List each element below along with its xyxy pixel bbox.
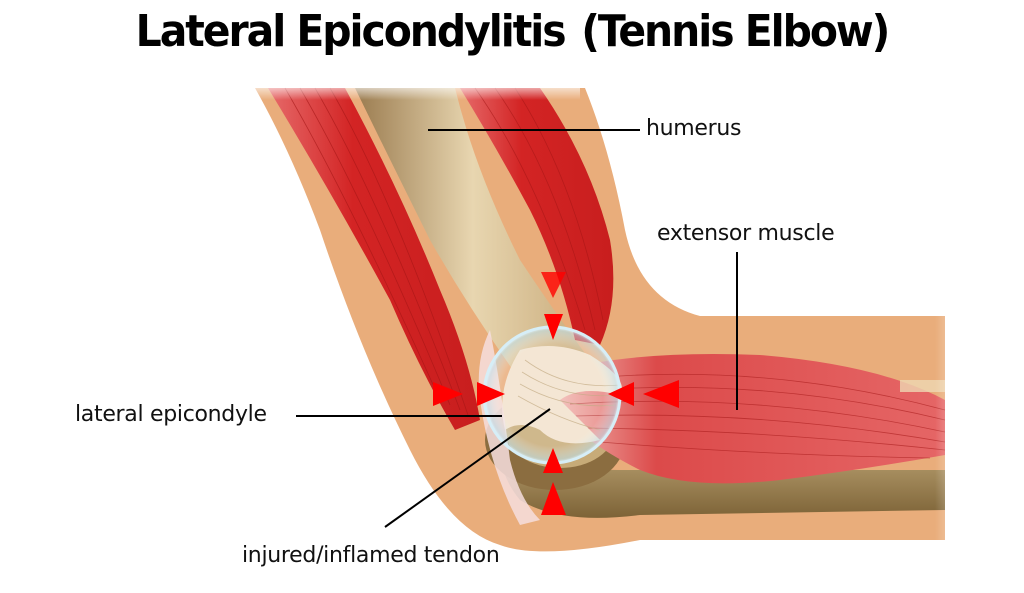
right-arrow-left-outer	[433, 382, 463, 406]
tendon-leader-line	[384, 408, 551, 528]
diagram-title: Lateral Epicondylitis (Tennis Elbow)	[36, 6, 988, 57]
title-sub: (Tennis Elbow)	[581, 6, 890, 57]
label-lateral-epicondyle: lateral epicondyle	[75, 402, 267, 427]
up-arrow-bottom-outer	[541, 482, 566, 515]
down-arrow-top	[544, 314, 563, 340]
right-arrow-left	[477, 382, 505, 406]
left-arrow-right	[608, 382, 634, 406]
label-injured-tendon: injured/inflamed tendon	[242, 543, 500, 568]
pressure-arrows	[433, 272, 679, 515]
label-extensor-muscle: extensor muscle	[657, 221, 835, 246]
up-arrow-bottom	[543, 448, 563, 473]
humerus-bone	[355, 88, 590, 380]
upper-right-muscle	[460, 88, 614, 345]
label-humerus: humerus	[646, 116, 742, 141]
down-arrow-top-outer	[541, 272, 566, 298]
title-main: Lateral Epicondylitis	[135, 6, 567, 57]
left-arrow-right-outer	[643, 380, 679, 408]
